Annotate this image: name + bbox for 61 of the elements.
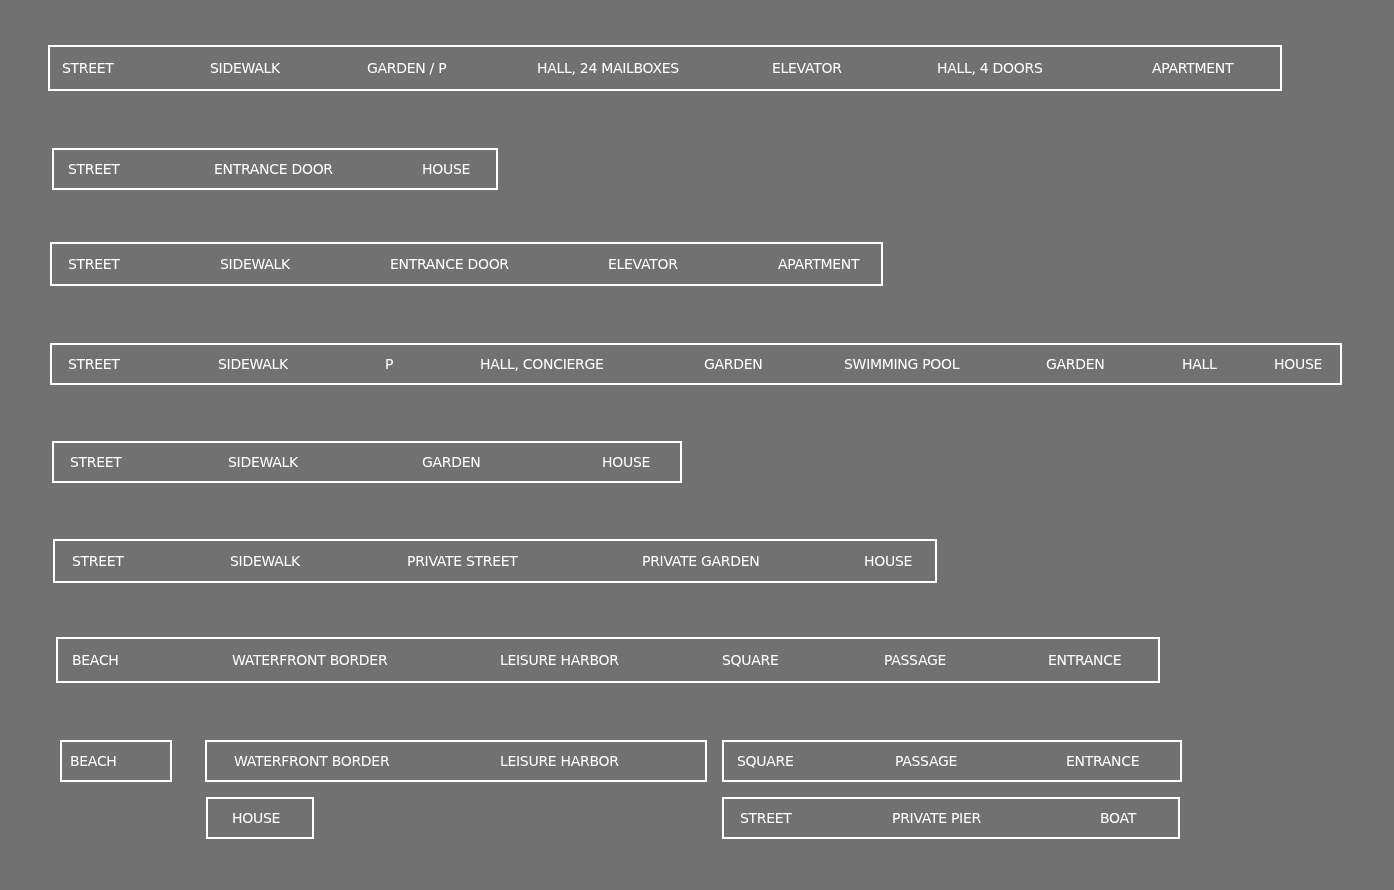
path-box — [60, 740, 172, 782]
path-box — [56, 637, 1160, 683]
place-label: STREET — [68, 256, 120, 272]
place-label: ENTRANCE DOOR — [390, 256, 509, 272]
place-label: STREET — [70, 454, 122, 470]
path-box — [53, 539, 937, 583]
place-label: PRIVATE STREET — [407, 553, 518, 569]
place-label: WATERFRONT BORDER — [232, 652, 388, 668]
place-label: HOUSE — [602, 454, 651, 470]
place-label: ENTRANCE — [1048, 652, 1122, 668]
place-label: STREET — [62, 60, 114, 76]
place-label: BEACH — [70, 753, 117, 769]
path-box — [205, 740, 707, 782]
place-label: WATERFRONT BORDER — [234, 753, 390, 769]
place-label: ELEVATOR — [608, 256, 678, 272]
place-label: STREET — [68, 356, 120, 372]
place-label: P — [385, 356, 394, 372]
place-label: HALL, CONCIERGE — [480, 356, 604, 372]
path-box — [722, 740, 1182, 782]
place-label: PASSAGE — [884, 652, 947, 668]
place-label: SQUARE — [722, 652, 779, 668]
place-label: SIDEWALK — [230, 553, 300, 569]
place-label: HOUSE — [232, 810, 281, 826]
place-label: PRIVATE PIER — [892, 810, 981, 826]
place-label: SIDEWALK — [220, 256, 290, 272]
path-box — [52, 148, 498, 190]
place-label: HOUSE — [1274, 356, 1323, 372]
place-label: HOUSE — [422, 161, 471, 177]
place-label: PASSAGE — [895, 753, 958, 769]
place-label: SWIMMING POOL — [844, 356, 960, 372]
place-label: SIDEWALK — [218, 356, 288, 372]
place-label: BEACH — [72, 652, 119, 668]
place-label: APARTMENT — [778, 256, 860, 272]
path-box — [722, 797, 1180, 839]
place-label: PRIVATE GARDEN — [642, 553, 760, 569]
place-label: HALL, 24 MAILBOXES — [537, 60, 679, 76]
path-box — [48, 45, 1282, 91]
place-label: LEISURE HARBOR — [500, 652, 619, 668]
place-label: STREET — [68, 161, 120, 177]
place-label: APARTMENT — [1152, 60, 1234, 76]
path-box — [50, 242, 883, 286]
place-label: SQUARE — [737, 753, 794, 769]
place-label: LEISURE HARBOR — [500, 753, 619, 769]
place-label: SIDEWALK — [210, 60, 280, 76]
place-label: HOUSE — [864, 553, 913, 569]
place-label: ENTRANCE DOOR — [214, 161, 333, 177]
place-label: ENTRANCE — [1066, 753, 1140, 769]
place-label: STREET — [740, 810, 792, 826]
place-label: ELEVATOR — [772, 60, 842, 76]
place-label: GARDEN / P — [367, 60, 447, 76]
place-label: STREET — [72, 553, 124, 569]
path-box — [52, 441, 682, 483]
place-label: GARDEN — [1046, 356, 1105, 372]
path-box — [206, 797, 314, 839]
path-box — [50, 343, 1342, 385]
place-label: HALL, 4 DOORS — [937, 60, 1043, 76]
place-label: GARDEN — [704, 356, 763, 372]
place-label: BOAT — [1100, 810, 1136, 826]
place-label: GARDEN — [422, 454, 481, 470]
place-label: HALL — [1182, 356, 1217, 372]
place-label: SIDEWALK — [228, 454, 298, 470]
